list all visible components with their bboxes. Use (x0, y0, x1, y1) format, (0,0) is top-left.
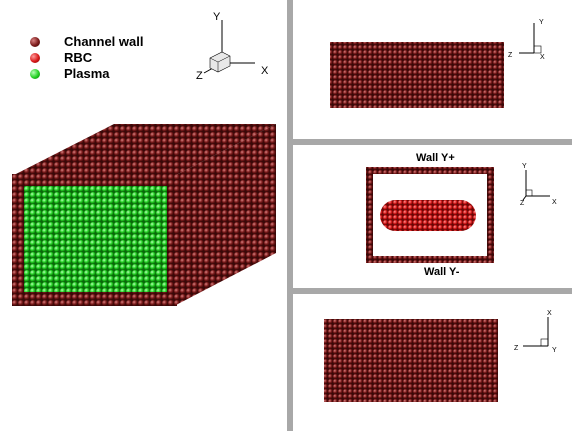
axis-x-label: X (540, 54, 545, 61)
channel-3d-render: Y X Z (12, 11, 276, 306)
legend-label-channel-wall: Channel wall (64, 34, 144, 49)
legend-label-plasma: Plasma (64, 66, 110, 81)
axis-x-label: X (547, 310, 552, 317)
channel-wall-top-face (14, 124, 276, 175)
axis-y-label: Y (552, 347, 557, 354)
axis-y-label: Y (213, 11, 221, 23)
channel-wall-side-face (176, 124, 276, 305)
axis-triad-mid: Y X Z (520, 163, 557, 207)
axis-z-label: Z (196, 70, 203, 82)
channel-wall-side-view (324, 319, 498, 402)
rbc-swatch-icon (30, 53, 40, 63)
axis-z-label: Z (514, 345, 519, 352)
top-view-panel: Y Z X (293, 0, 572, 139)
axis-y-label: Y (539, 19, 544, 26)
side-view-panel: X Z Y (293, 294, 572, 431)
side-view-render: X Z Y (324, 310, 557, 402)
axis-x-label: X (552, 199, 557, 206)
legend-label-rbc: RBC (64, 50, 93, 65)
axis-y-label: Y (522, 163, 527, 170)
axis-triad-main: Y X Z (196, 11, 269, 82)
plasma-swatch-icon (30, 69, 40, 79)
channel-wall-swatch-icon (30, 37, 40, 47)
wall-y-plus-label: Wall Y+ (416, 152, 455, 164)
wall-y-minus-label: Wall Y- (424, 266, 460, 278)
top-view-render: Y Z X (330, 19, 545, 108)
axis-z-label: Z (520, 200, 525, 207)
rbc-particles (380, 200, 476, 231)
axis-triad-top: Y Z X (508, 19, 545, 61)
main-3d-view-panel: Y X Z Channel wall RBC Plasma (0, 0, 287, 431)
cross-section-render: Y X Z (366, 163, 557, 263)
axis-x-label: X (261, 65, 269, 77)
axis-triad-bot: X Z Y (514, 310, 557, 354)
axis-z-label: Z (508, 52, 513, 59)
channel-wall-top-view (330, 42, 504, 108)
plasma-particles (24, 186, 167, 292)
cross-section-view-panel: Y X Z Wall Y+ Wall Y- (293, 145, 572, 288)
